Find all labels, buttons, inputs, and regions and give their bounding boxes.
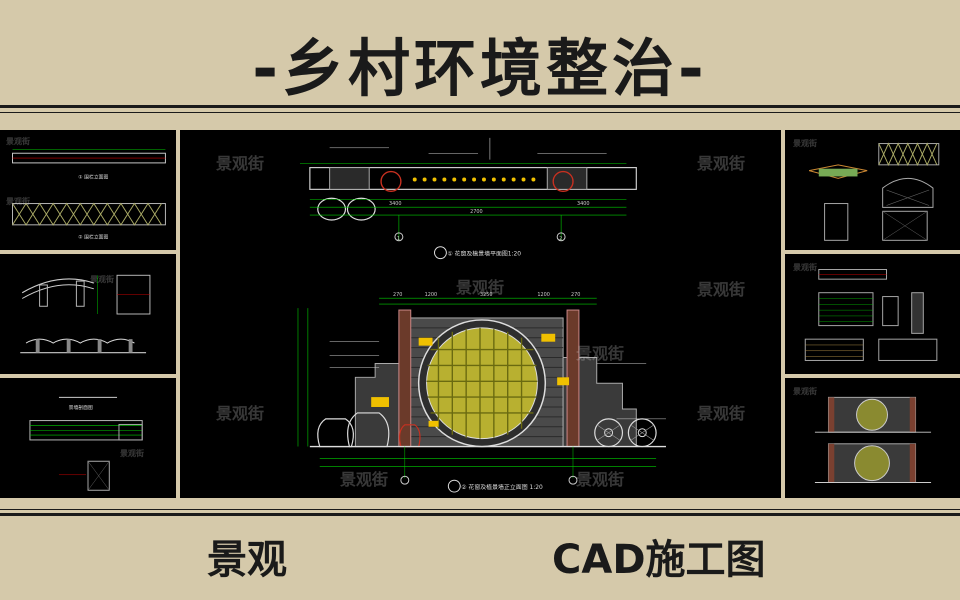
watermark: 景观街 [6, 137, 30, 146]
main-cad-drawing: 1 2 3400 2700 3400 ① 花窗及植景墙平面图 1:20 270 … [178, 128, 783, 500]
elevation-view: 270 1200 3250 1200 270 [297, 292, 666, 493]
dim-label: 270 [393, 292, 402, 298]
watermark: 景观街 [6, 197, 30, 206]
elev-scale: 1:20 [529, 484, 543, 491]
watermark: 景观街 [90, 275, 114, 284]
dim-label: 2700 [470, 209, 483, 215]
watermark: 景观街 [120, 449, 144, 458]
watermark: 景观街 [456, 278, 505, 297]
caption-right: CAD施工图 [552, 537, 766, 583]
svg-text:景墙剖面图: 景墙剖面图 [69, 404, 93, 411]
thumb-right-1: 景观街 [783, 128, 960, 252]
plan-title: ① 花窗及植景墙平面图 [447, 250, 508, 258]
dim-label: 3400 [577, 201, 590, 207]
svg-text:① 围栏立面图: ① 围栏立面图 [78, 173, 108, 180]
dim-label: 3400 [389, 201, 402, 207]
thumb-left-2: 景观街 [0, 252, 178, 376]
thumb-right-3: 景观街 [783, 376, 960, 500]
top-rule-thin [0, 112, 960, 113]
watermark: 景观街 [216, 404, 265, 423]
thumb-right-2: 景观街 [783, 252, 960, 376]
watermark: 景观街 [576, 470, 625, 489]
plan-scale: 1:20 [508, 251, 522, 258]
watermark: 景观街 [793, 263, 817, 272]
page-title: -乡村环境整治- [252, 32, 708, 105]
watermark: 景观街 [576, 344, 625, 363]
top-rule-thick [0, 105, 960, 108]
bottom-rule-thin [0, 509, 960, 510]
watermark: 景观街 [697, 404, 746, 423]
watermark: 景观街 [697, 280, 746, 299]
svg-text:② 围栏立面图: ② 围栏立面图 [78, 233, 108, 240]
bottom-rule-thick [0, 513, 960, 516]
thumb-left-3: 景墙剖面图 景观街 [0, 376, 178, 500]
dim-label: 1200 [537, 292, 550, 298]
watermark: 景观街 [697, 154, 746, 173]
caption-left: 景观 [207, 537, 287, 583]
axis-label: 1 [397, 236, 400, 242]
watermark: 景观街 [793, 387, 817, 396]
axis-label: 2 [559, 236, 562, 242]
dim-label: 270 [571, 292, 580, 298]
watermark: 景观街 [216, 154, 265, 173]
dim-label: 1200 [425, 292, 438, 298]
thumb-left-1: ① 围栏立面图 ② 围栏立面图 景观街 景观街 [0, 128, 178, 252]
watermark: 景观街 [793, 139, 817, 148]
watermark: 景观街 [340, 470, 389, 489]
plan-view: 1 2 3400 2700 3400 ① 花窗及植景墙平面图 1:20 [299, 137, 637, 260]
dim-label: 3250 [480, 292, 493, 298]
elev-title: ② 花窗及植景墙正立面图 [461, 483, 527, 491]
